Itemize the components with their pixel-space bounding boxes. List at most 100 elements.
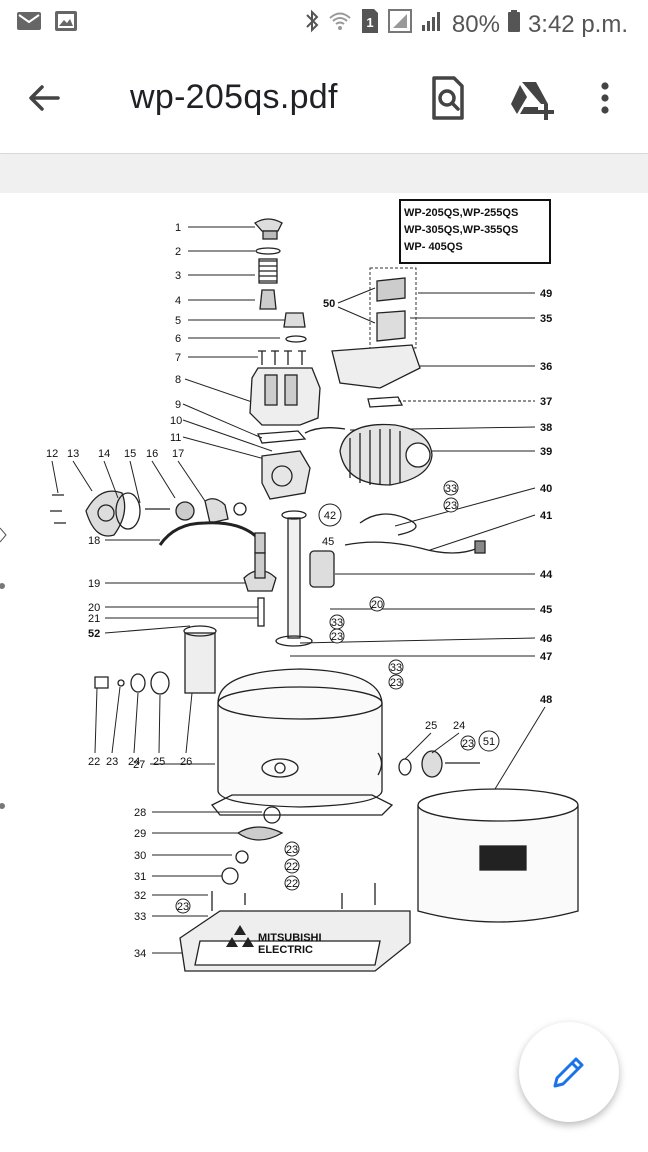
pdf-page[interactable]: WP-205QS,WP-255QS WP-305QS,WP-355QS WP- … (0, 193, 648, 1152)
svg-text:23: 23 (177, 901, 189, 913)
part-label-13: 13 (67, 448, 79, 460)
fifty-leaders (337, 287, 460, 760)
part-label-26: 26 (180, 756, 192, 768)
circled-label: 23 (329, 628, 345, 644)
part-label-41: 41 (540, 510, 552, 522)
signal-strength-icon (420, 9, 444, 40)
mail-notification-icon (16, 10, 42, 37)
top-row-leaders (51, 460, 206, 504)
part-label-46: 46 (540, 633, 552, 645)
circled-label: 23 (175, 898, 191, 914)
part-label-6: 6 (175, 333, 181, 345)
top-row-labels: 12 13 14 15 16 17 (46, 448, 184, 460)
part-label-25: 25 (153, 756, 165, 768)
part-label-29: 29 (134, 828, 146, 840)
circled-label: 33 (329, 614, 345, 630)
part-label-14: 14 (98, 448, 110, 460)
part-label-10: 10 (170, 415, 182, 427)
part-label-1: 1 (175, 222, 181, 234)
part-label-5: 5 (175, 315, 181, 327)
part-label-28: 28 (134, 807, 146, 819)
app-bar: wp-205qs.pdf (0, 48, 648, 154)
model-line-3: WP- 405QS (404, 241, 463, 253)
part-label-17: 17 (172, 448, 184, 460)
part-label-45-right: 45 (540, 604, 552, 616)
svg-text:23: 23 (445, 500, 457, 512)
part-label-37: 37 (540, 396, 552, 408)
add-to-drive-icon (511, 82, 554, 120)
left-leader-lines (104, 226, 285, 954)
svg-text:33: 33 (445, 483, 457, 495)
svg-text:51: 51 (483, 736, 495, 748)
part-label-27: 27 (133, 759, 145, 771)
svg-text:23: 23 (390, 677, 402, 689)
part-label-32: 32 (134, 890, 146, 902)
image-notification-icon (54, 10, 78, 37)
part-label-49: 49 (540, 288, 552, 300)
part-label-36: 36 (540, 361, 552, 373)
edit-fab-button[interactable] (519, 1022, 619, 1122)
part-label-34: 34 (134, 948, 146, 960)
find-in-page-button[interactable] (428, 74, 472, 122)
part-label-23: 23 (106, 756, 118, 768)
part-label-50: 50 (323, 298, 335, 310)
clock-time: 3:42 p.m. (527, 10, 628, 38)
part-label-12: 12 (46, 448, 58, 460)
signal-outline-icon (387, 9, 412, 40)
part-label-31: 31 (134, 871, 146, 883)
pdf-viewer[interactable]: WP-205QS,WP-255QS WP-305QS,WP-355QS WP- … (0, 155, 648, 1152)
circled-label: 22 (284, 858, 300, 874)
sim-slot-icon: 1 (360, 8, 380, 41)
part-label-47: 47 (540, 651, 552, 663)
part-label-40: 40 (540, 483, 552, 495)
model-line-1: WP-205QS,WP-255QS (404, 207, 518, 219)
mitsubishi-logo: MITSUBISHI ELECTRIC (226, 925, 322, 956)
edit-pencil-icon (553, 1057, 584, 1088)
svg-text:20: 20 (371, 599, 383, 611)
part-label-24: 24 (128, 756, 140, 768)
wifi-icon (328, 9, 352, 40)
circled-label: 51 (478, 730, 500, 752)
find-in-page-icon (432, 76, 464, 120)
part-label-25-right: 25 (425, 720, 437, 732)
part-label-11: 11 (170, 432, 181, 444)
circled-label: 23 (388, 674, 404, 690)
part-label-30: 30 (134, 850, 146, 862)
part-label-38: 38 (540, 422, 552, 434)
part-label-33: 33 (134, 911, 146, 923)
part-label-7: 7 (175, 352, 181, 364)
svg-text:42: 42 (324, 510, 336, 522)
more-vert-icon (601, 82, 609, 114)
part-label-19: 19 (88, 578, 100, 590)
battery-icon (507, 9, 520, 40)
circled-label: 23 (284, 841, 300, 857)
part-label-8: 8 (175, 374, 181, 386)
svg-text:33: 33 (331, 617, 343, 629)
brand-text-2: ELECTRIC (258, 944, 313, 956)
bottom-row-leaders (94, 686, 193, 754)
more-options-button[interactable] (590, 74, 620, 122)
part-label-3: 3 (175, 270, 181, 282)
svg-text:22: 22 (286, 878, 298, 890)
add-to-drive-button[interactable] (508, 74, 558, 122)
right-part-labels: 49 35 36 37 38 39 40 41 44 45 46 47 48 (540, 288, 553, 706)
exploded-parts-diagram: WP-205QS,WP-255QS WP-305QS,WP-355QS WP- … (0, 199, 579, 972)
circled-label: 23 (460, 735, 476, 751)
svg-text:23: 23 (286, 844, 298, 856)
part-label-35: 35 (540, 313, 552, 325)
svg-text:23: 23 (462, 738, 474, 750)
left-part-labels: 1 2 3 4 5 6 7 8 9 10 11 18 19 20 21 52 2… (88, 222, 182, 960)
bluetooth-icon (304, 9, 320, 40)
part-label-44: 44 (540, 569, 553, 581)
circled-label: 33 (388, 659, 404, 675)
svg-text:33: 33 (390, 662, 402, 674)
battery-percent: 80% (451, 10, 500, 38)
circled-label: 23 (443, 497, 459, 513)
back-button[interactable] (22, 76, 66, 120)
part-label-20: 20 (88, 602, 100, 614)
part-label-24-right: 24 (453, 720, 465, 732)
circled-label: 42 (318, 503, 342, 527)
part-label-18: 18 (88, 535, 100, 547)
svg-text:23: 23 (331, 631, 343, 643)
back-arrow-icon (29, 85, 60, 111)
